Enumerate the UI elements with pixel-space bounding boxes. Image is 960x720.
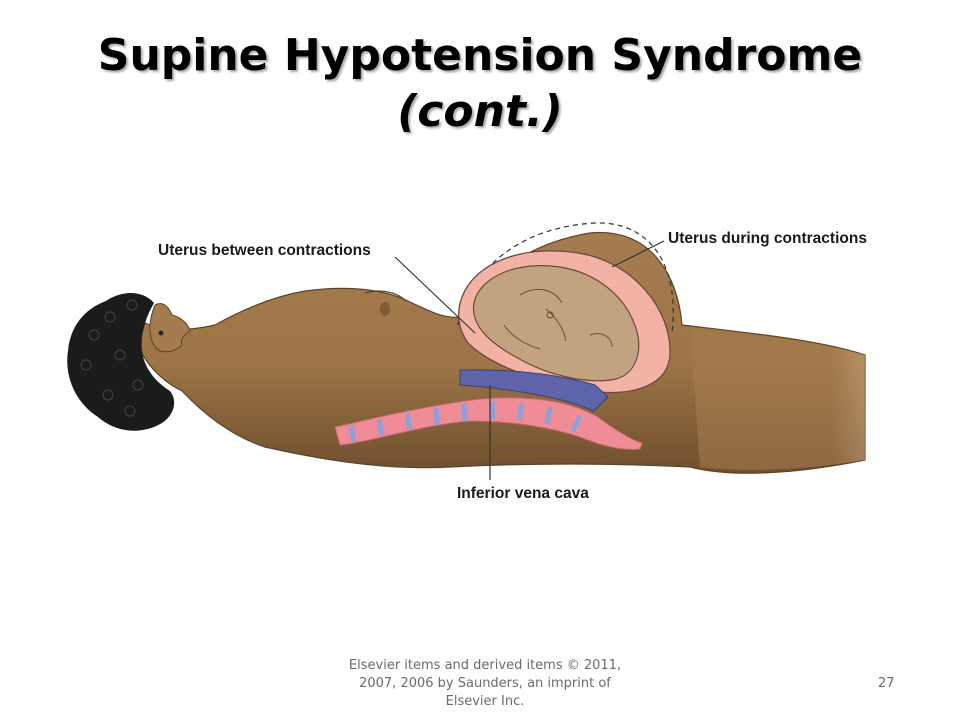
nipple [380, 302, 390, 316]
spine [334, 397, 643, 450]
spine-discs [348, 402, 582, 443]
leg-end [690, 330, 865, 470]
uterus-contraction-outline [457, 222, 674, 334]
supine-hypotension-illustration [67, 222, 866, 480]
face [149, 302, 191, 353]
breast [364, 290, 407, 302]
fetus [472, 265, 640, 382]
title-line-2: (cont.) [397, 86, 563, 137]
label-inferior-vena-cava: Inferior vena cava [457, 485, 589, 502]
title-line-1: Supine Hypotension Syndrome [97, 30, 863, 81]
label-uterus-during-contractions: Uterus during contractions [668, 230, 867, 247]
fetus-details [503, 288, 613, 350]
leader-line-between [394, 256, 476, 334]
slide-title: Supine Hypotension Syndrome (cont.) [60, 28, 900, 140]
copyright-footer: Elsevier items and derived items © 2011,… [348, 658, 622, 709]
hair-curls [80, 299, 144, 417]
hair [67, 293, 175, 431]
leader-line-during [611, 240, 665, 268]
page-number: 27 [878, 676, 895, 691]
label-uterus-between-contractions: Uterus between contractions [158, 242, 371, 259]
eye [158, 330, 164, 336]
inferior-vena-cava [459, 369, 609, 412]
